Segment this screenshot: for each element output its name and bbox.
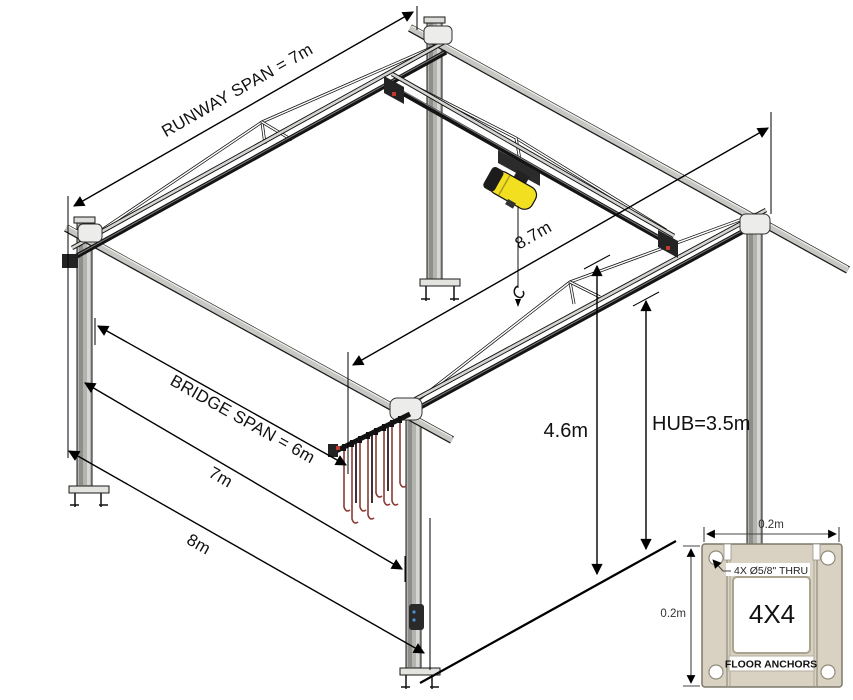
saddle-back [423,25,453,45]
saddle-left [77,223,103,243]
pendant-control [409,604,424,630]
saddle-right [739,213,771,235]
anchor-hole [708,664,724,680]
dim-diagonal [352,127,769,366]
floor-anchor-detail: 0.2m 0.2m 4X Ø5/8" THRU 4X4 FLOOR ANCHOR… [660,519,843,688]
width-7m-label: 7m [206,463,237,492]
post-size-label: 4X4 [749,599,795,629]
dim-8m [68,450,425,654]
dimension-lines [67,6,772,670]
hoist-hook [513,285,525,299]
inset-height-label: 0.2m [660,608,686,620]
width-8m-label: 8m [183,530,213,558]
holes-callout-label: 4X Ø5/8" THRU [734,565,808,577]
festoon-system [328,411,412,524]
anchor-hole [820,664,836,680]
bridge-span-label: BRIDGE SPAN = 6m [167,371,318,467]
hub-label: HUB=3.5m [652,413,750,435]
inset-width-label: 0.2m [758,519,784,531]
post-cross-section [732,576,811,654]
anchor-hole [820,550,836,566]
column-front [399,419,441,689]
header-beam-back-right [408,24,850,274]
runway-end-stop [62,254,78,268]
runway-truss-front [402,208,768,419]
dim-runway-span [73,11,414,207]
height-46-label: 4.6m [544,420,588,442]
dim-bridge-span [97,325,347,466]
floor-reference-line [419,540,677,684]
holes-leader-arrow [712,559,731,572]
column-back [419,16,461,301]
inset-caption: FLOOR ANCHORS [725,659,817,671]
